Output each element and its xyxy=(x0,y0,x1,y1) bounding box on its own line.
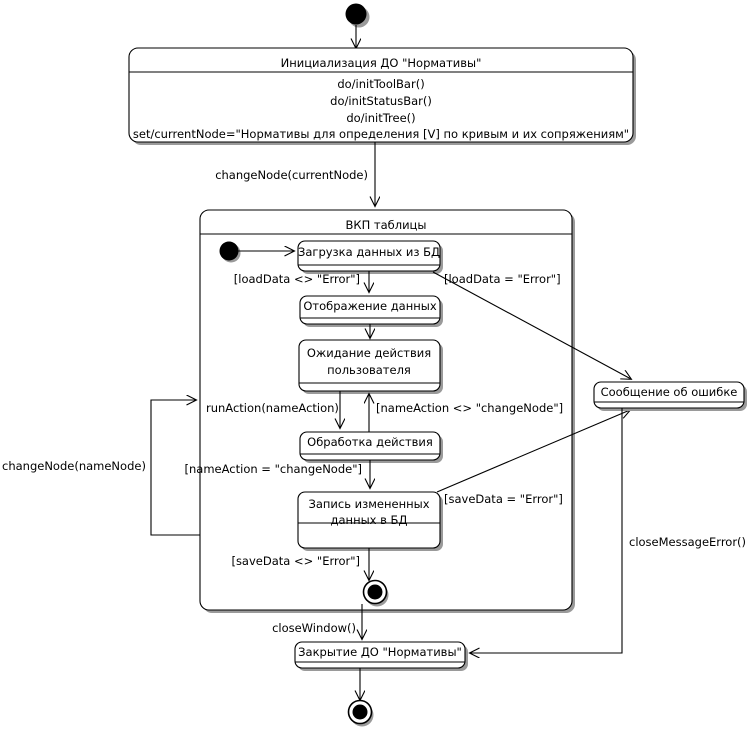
substate-save-data: Запись измененных данных в БД xyxy=(297,491,443,551)
inner-initial-state xyxy=(219,241,241,263)
state-initialization-action-1: do/initStatusBar() xyxy=(330,94,432,108)
inner-final-state xyxy=(362,579,389,607)
state-initialization: Инициализация ДО "Нормативы" do/initTool… xyxy=(128,47,636,145)
substate-wait-user-action: Ожидание действия пользователя xyxy=(298,339,443,394)
transition-label-nameAction-changeNode: [nameAction = "changeNode"] xyxy=(185,462,362,476)
substate-save-data-line-0: Запись измененных xyxy=(308,497,429,511)
substate-wait-user-action-line-1: пользователя xyxy=(327,363,411,377)
transition-label-loadData-not-error: [loadData <> "Error"] xyxy=(234,272,360,286)
state-initialization-title: Инициализация ДО "Нормативы" xyxy=(281,56,482,70)
state-initialization-action-3: set/currentNode="Нормативы для определен… xyxy=(133,127,629,141)
transition-label-saveData-not-error: [saveData <> "Error"] xyxy=(231,554,360,568)
state-initialization-action-2: do/initTree() xyxy=(346,111,415,125)
composite-state-title: ВКП таблицы xyxy=(346,218,427,232)
transition-load-to-error xyxy=(432,271,631,379)
transition-save-to-error xyxy=(436,410,630,493)
transition-label-runAction: runAction(nameAction) xyxy=(206,401,339,415)
transition-label-changeNode-nameNode: changeNode(nameNode) xyxy=(2,459,146,473)
substate-load-data-label: Загрузка данных из БД xyxy=(298,245,440,259)
substate-wait-user-action-line-0: Ожидание действия xyxy=(307,346,431,360)
substate-display-data-label: Отображение данных xyxy=(303,299,437,313)
final-state xyxy=(347,699,374,727)
substate-load-data: Загрузка данных из БД xyxy=(297,240,443,274)
transition-label-loadData-error: [loadData = "Error"] xyxy=(444,272,561,286)
transition-label-closeWindow: closeWindow() xyxy=(272,621,356,635)
substate-process-action-label: Обработка действия xyxy=(307,435,433,449)
composite-state-table-vkp: ВКП таблицы xyxy=(199,209,575,613)
substate-process-action: Обработка действия xyxy=(299,431,443,463)
substate-display-data: Отображение данных xyxy=(299,295,443,327)
state-initialization-action-0: do/initToolBar() xyxy=(337,77,424,91)
transition-label-closeMessageError: closeMessageError() xyxy=(629,535,746,549)
transition-changeNode-nameNode xyxy=(150,400,200,536)
transition-label-changeNode-currentNode: changeNode(currentNode) xyxy=(215,168,368,182)
initial-state xyxy=(345,3,370,28)
state-error-message: Сообщение об ошибке xyxy=(593,381,747,411)
substate-save-data-line-1: данных в БД xyxy=(331,513,408,527)
transition-label-saveData-error: [saveData = "Error"] xyxy=(444,492,563,506)
state-closing: Закрытие ДО "Нормативы" xyxy=(294,641,468,671)
state-closing-title: Закрытие ДО "Нормативы" xyxy=(298,645,462,659)
transition-label-nameAction-not-changeNode: [nameAction <> "changeNode"] xyxy=(376,401,563,415)
transition-closeMessageError xyxy=(470,408,623,653)
state-error-message-title: Сообщение об ошибке xyxy=(601,385,738,399)
